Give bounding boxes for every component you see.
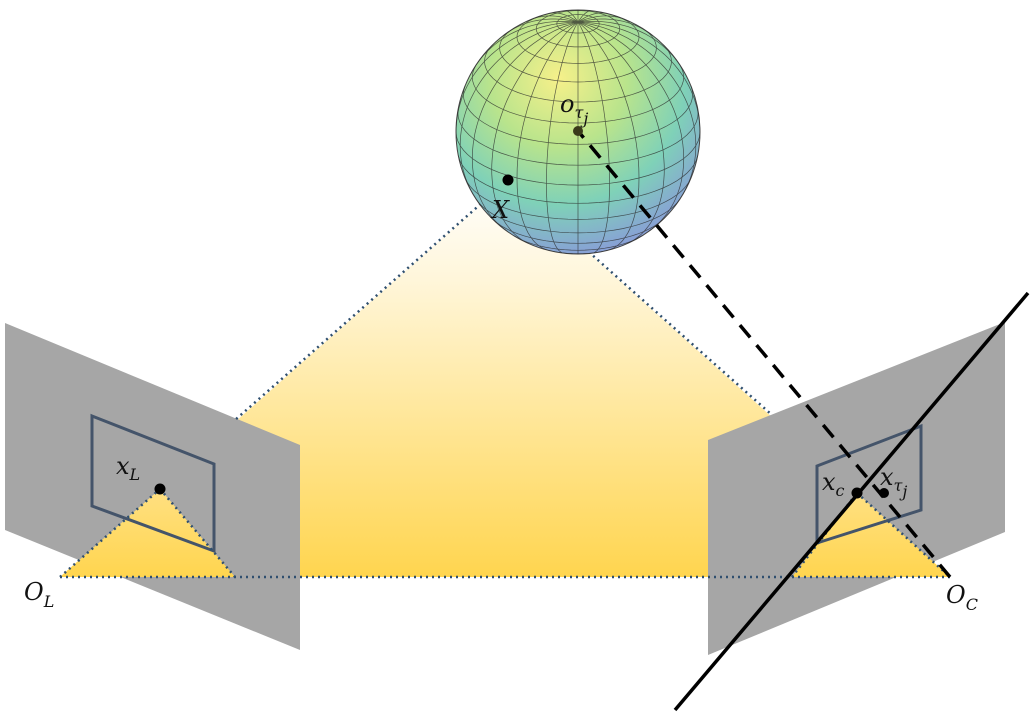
right-small-triangle xyxy=(792,493,950,577)
dotted-edges xyxy=(59,179,951,579)
point-x-world xyxy=(502,174,514,186)
point-x-tau-j xyxy=(879,488,889,498)
label-point-x-camera: xc xyxy=(822,468,845,500)
sphere-grid-line xyxy=(577,12,609,23)
sphere-grid-line xyxy=(463,85,693,145)
label-origin-camera: OC xyxy=(946,581,978,614)
epipolar-line xyxy=(673,291,1030,712)
left-small-triangle xyxy=(60,489,235,577)
point-x-left xyxy=(154,483,166,495)
sphere-grid-line xyxy=(577,20,683,70)
label-origin-left: OL xyxy=(24,578,54,611)
label-sphere-center: oτj xyxy=(560,90,588,128)
sphere-grid-line xyxy=(577,21,665,244)
sphere-grid-line xyxy=(471,65,685,124)
label-point-x-left: xL xyxy=(116,452,140,484)
sphere-grid-line xyxy=(563,10,579,23)
sphere-grid-line xyxy=(577,21,700,137)
sphere-grid-line xyxy=(547,12,579,23)
sphere-grid-line xyxy=(528,15,579,23)
sphere-grid-line xyxy=(473,20,579,70)
sphere-grid-line xyxy=(475,198,681,234)
sphere-grid-line xyxy=(577,21,610,254)
sphere-grid-line xyxy=(457,155,699,204)
label-point-x-world: X xyxy=(490,196,510,224)
sphere-grid-line xyxy=(577,18,653,36)
label-projected-center: xτj xyxy=(880,463,907,501)
sphere-grid-line xyxy=(457,108,699,166)
point-sphere-center xyxy=(573,126,583,136)
right-image-frame xyxy=(815,423,923,546)
sphere-grid-line xyxy=(516,21,579,251)
sphere-grid-line xyxy=(464,178,692,220)
sphere-grid-line xyxy=(546,21,579,254)
sphere-grid-line xyxy=(493,219,663,244)
sphere-grid-line xyxy=(577,21,697,199)
sphere-grid-line xyxy=(471,21,579,232)
sphere-grid-line xyxy=(456,21,579,137)
sphere-grid-line xyxy=(577,10,593,23)
sphere-grid-line xyxy=(459,21,579,199)
sphere-grid-line xyxy=(577,15,628,23)
sphere-grid-line xyxy=(503,18,579,36)
sphere-grid-line xyxy=(577,21,685,232)
sphere-grid-line xyxy=(484,43,672,103)
sphere-grid-line xyxy=(491,21,579,244)
sphere-grid-line xyxy=(542,248,614,254)
point-x-camera xyxy=(851,487,863,499)
projection-ray xyxy=(576,129,952,579)
left-image-frame xyxy=(90,413,216,554)
sphere-grid-line xyxy=(577,21,640,251)
